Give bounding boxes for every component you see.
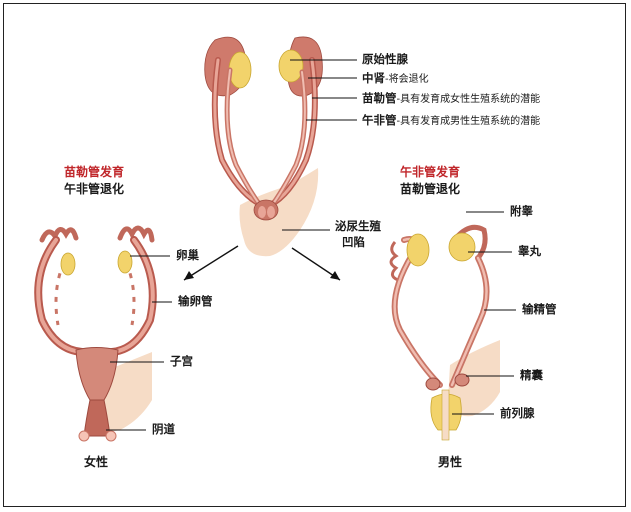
- label-mesonephros: 中肾-将会退化: [362, 71, 429, 85]
- label-seminal-vesicle: 精囊: [520, 368, 543, 382]
- male-illustration: [389, 224, 500, 441]
- label-primordial-gonad: 原始性腺: [362, 52, 408, 66]
- male-header-line1: 午非管发育: [400, 164, 460, 179]
- male-caption: 男性: [438, 454, 462, 469]
- label-vas-deferens: 输精管: [522, 302, 557, 316]
- female-caption: 女性: [84, 454, 108, 469]
- right-ovary: [117, 250, 133, 274]
- urogenital-sinus-shape: [239, 168, 319, 257]
- label-urogenital-sinus-line2: 凹陷: [342, 235, 365, 249]
- right-testis: [448, 232, 476, 262]
- left-fimbriae: [39, 227, 79, 243]
- label-prostate: 前列腺: [500, 406, 535, 420]
- indifferent-stage-illustration: [204, 36, 323, 257]
- arrow-to-male: [291, 247, 341, 281]
- left-efferent-coils: [389, 241, 399, 282]
- right-oviduct: [108, 236, 157, 356]
- label-vagina: 阴道: [152, 422, 175, 436]
- left-seminal-vesicle: [425, 377, 441, 391]
- female-header-line1: 苗勒管发育: [64, 164, 124, 179]
- label-epididymis: 附睾: [510, 204, 533, 218]
- left-ovary: [60, 252, 76, 276]
- female-illustration: [34, 225, 157, 442]
- right-fimbriae: [117, 225, 155, 243]
- right-primordial-gonad: [278, 49, 304, 83]
- label-oviduct: 输卵管: [178, 294, 213, 308]
- label-mullerian-duct: 苗勒管-具有发育成女性生殖系统的潜能: [362, 91, 540, 105]
- label-testis: 睾丸: [518, 244, 541, 258]
- left-testis: [406, 233, 430, 267]
- female-header-line2: 午非管退化: [64, 181, 124, 196]
- label-ovary: 卵巢: [176, 248, 199, 262]
- urethra: [441, 389, 450, 441]
- male-header-line2: 苗勒管退化: [400, 181, 460, 196]
- uterus: [75, 347, 119, 401]
- label-uterus: 子宫: [170, 354, 193, 368]
- right-seminal-vesicle: [454, 373, 470, 387]
- label-wolffian-duct: 午非管-具有发育成男性生殖系统的潜能: [362, 113, 540, 127]
- epididymis: [454, 224, 488, 260]
- arrow-to-female: [183, 245, 239, 281]
- label-urogenital-sinus-line1: 泌尿生殖: [335, 219, 381, 233]
